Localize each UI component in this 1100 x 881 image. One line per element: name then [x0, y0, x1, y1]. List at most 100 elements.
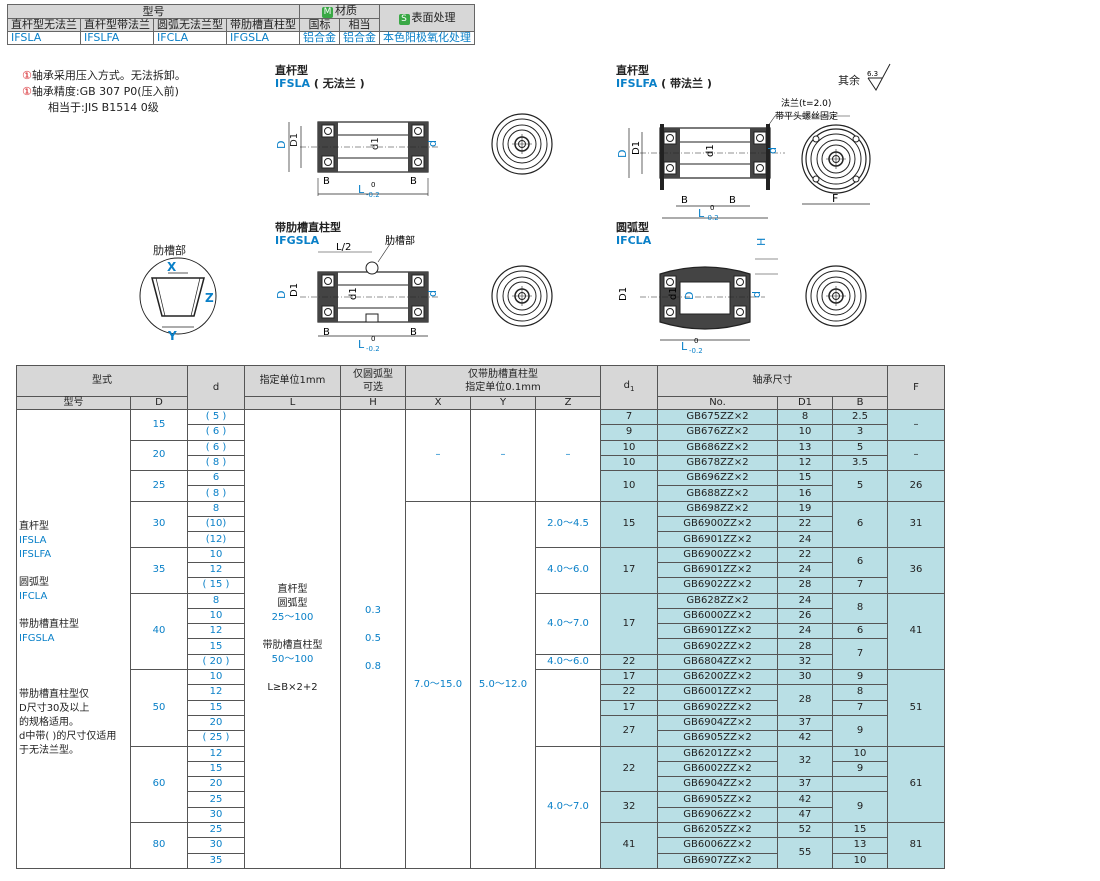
cell-B: 6	[832, 623, 888, 640]
cell-d: ( 6 )	[187, 439, 245, 456]
cell-d: 10	[187, 546, 245, 563]
cell-Z: –	[535, 409, 601, 502]
cell-X: 7.0～15.0	[405, 500, 471, 869]
dim-Y: Y	[167, 329, 177, 343]
cell-Z: 4.0～7.0	[535, 745, 601, 869]
cell-B: 5	[832, 470, 888, 502]
cell-d1: 41	[600, 822, 658, 869]
cell-B: 2.5	[832, 408, 888, 426]
cell-D: 15	[130, 409, 188, 441]
cell-B: 7	[832, 638, 888, 671]
type-description-line: IFGSLA	[19, 632, 55, 644]
cell-no: GB6900ZZ×2	[657, 546, 778, 563]
cell-d: 20	[187, 714, 245, 732]
cell-d1: 15	[600, 500, 658, 548]
cell-D1: 22	[777, 546, 833, 563]
L-line: 带肋槽直柱型	[262, 639, 323, 651]
dim-L: L	[698, 207, 705, 220]
cell-F: 51	[887, 669, 945, 747]
svg-text:6.3: 6.3	[867, 70, 878, 78]
cell-F: 31	[887, 500, 945, 548]
cell-d1: 17	[600, 546, 658, 594]
cell-X: –	[405, 409, 471, 502]
dim-d1: d1	[705, 144, 716, 157]
svg-text:0: 0	[371, 335, 375, 343]
cell-D1: 32	[777, 653, 833, 671]
subheader-s_Z: Z	[535, 396, 601, 410]
subheader-s_H: H	[340, 396, 406, 410]
cell-no: GB6906ZZ×2	[657, 806, 778, 824]
cell-D1: 8	[777, 408, 833, 426]
header-type: 型式	[16, 365, 188, 397]
cell-D: 80	[130, 822, 188, 869]
cell-d: 10	[187, 607, 245, 625]
dim-D1: D1	[289, 133, 300, 147]
cell-F: 61	[887, 745, 945, 824]
cell-B: 15	[832, 822, 888, 839]
cell-B: 7	[832, 577, 888, 594]
type-description-line	[19, 660, 130, 674]
cell-no: GB6904ZZ×2	[657, 714, 778, 732]
type-description-line: 带肋槽直柱型	[19, 618, 79, 630]
H-value: 0.3	[365, 604, 381, 616]
cell-D1: 10	[777, 424, 833, 441]
type-description-line: IFSLFA	[19, 548, 52, 560]
dim-X: X	[167, 260, 177, 274]
cell-no: GB6901ZZ×2	[657, 561, 778, 579]
code-ifcla: IFCLA	[153, 31, 227, 45]
svg-text:B: B	[323, 327, 330, 338]
cell-no: GB6905ZZ×2	[657, 730, 778, 747]
cell-d: 15	[187, 760, 245, 778]
dim-d: d	[766, 147, 779, 154]
flange-end-view: F	[801, 124, 871, 205]
cell-no: GB6902ZZ×2	[657, 699, 778, 716]
cell-d: 30	[187, 837, 245, 854]
svg-text:0: 0	[710, 204, 714, 212]
cell-d1: 10	[600, 454, 658, 472]
cell-F: 36	[887, 546, 945, 594]
header-bearing: 轴承尺寸	[657, 365, 888, 397]
cell-d1: 17	[600, 669, 658, 686]
cell-D1: 22	[777, 516, 833, 533]
cell-no: GB675ZZ×2	[657, 408, 778, 426]
cell-d1: 22	[600, 653, 658, 671]
cell-no: GB696ZZ×2	[657, 470, 778, 487]
cell-d: 12	[187, 684, 245, 701]
cell-d: 8	[187, 592, 245, 609]
cell-D1: 28	[777, 684, 833, 716]
cell-D1: 52	[777, 822, 833, 839]
surface-value: 本色阳极氧化处理	[379, 31, 475, 45]
cell-F: 26	[887, 470, 945, 502]
cell-B: 8	[832, 592, 888, 625]
col-name: 带肋槽直柱型	[226, 18, 300, 32]
cell-d: ( 25 )	[187, 730, 245, 747]
type-description-line	[19, 562, 130, 576]
cell-B: 6	[832, 500, 888, 548]
drawings: D D1 d1 d B B L 0 -0.2 D D1 d1 d B B	[139, 63, 891, 355]
code-ifsla: IFSLA	[7, 31, 81, 45]
dim-d1: d1	[370, 137, 381, 150]
note-2: ①轴承精度:GB 307 P0(压入前)	[22, 85, 179, 98]
cell-d1: 10	[600, 470, 658, 502]
cell-B: 5	[832, 439, 888, 456]
cell-F: 41	[887, 592, 945, 671]
cell-D1: 37	[777, 714, 833, 732]
cell-D1: 32	[777, 745, 833, 778]
cell-d: ( 6 )	[187, 424, 245, 441]
cell-no: GB6000ZZ×2	[657, 607, 778, 625]
straight-side-view: D D1 d1 d B B L 0 -0.2	[275, 121, 440, 199]
cell-D1: 42	[777, 730, 833, 747]
header-d1: d1	[600, 365, 658, 410]
type-description-line: 带肋槽直柱型仅	[19, 688, 89, 700]
